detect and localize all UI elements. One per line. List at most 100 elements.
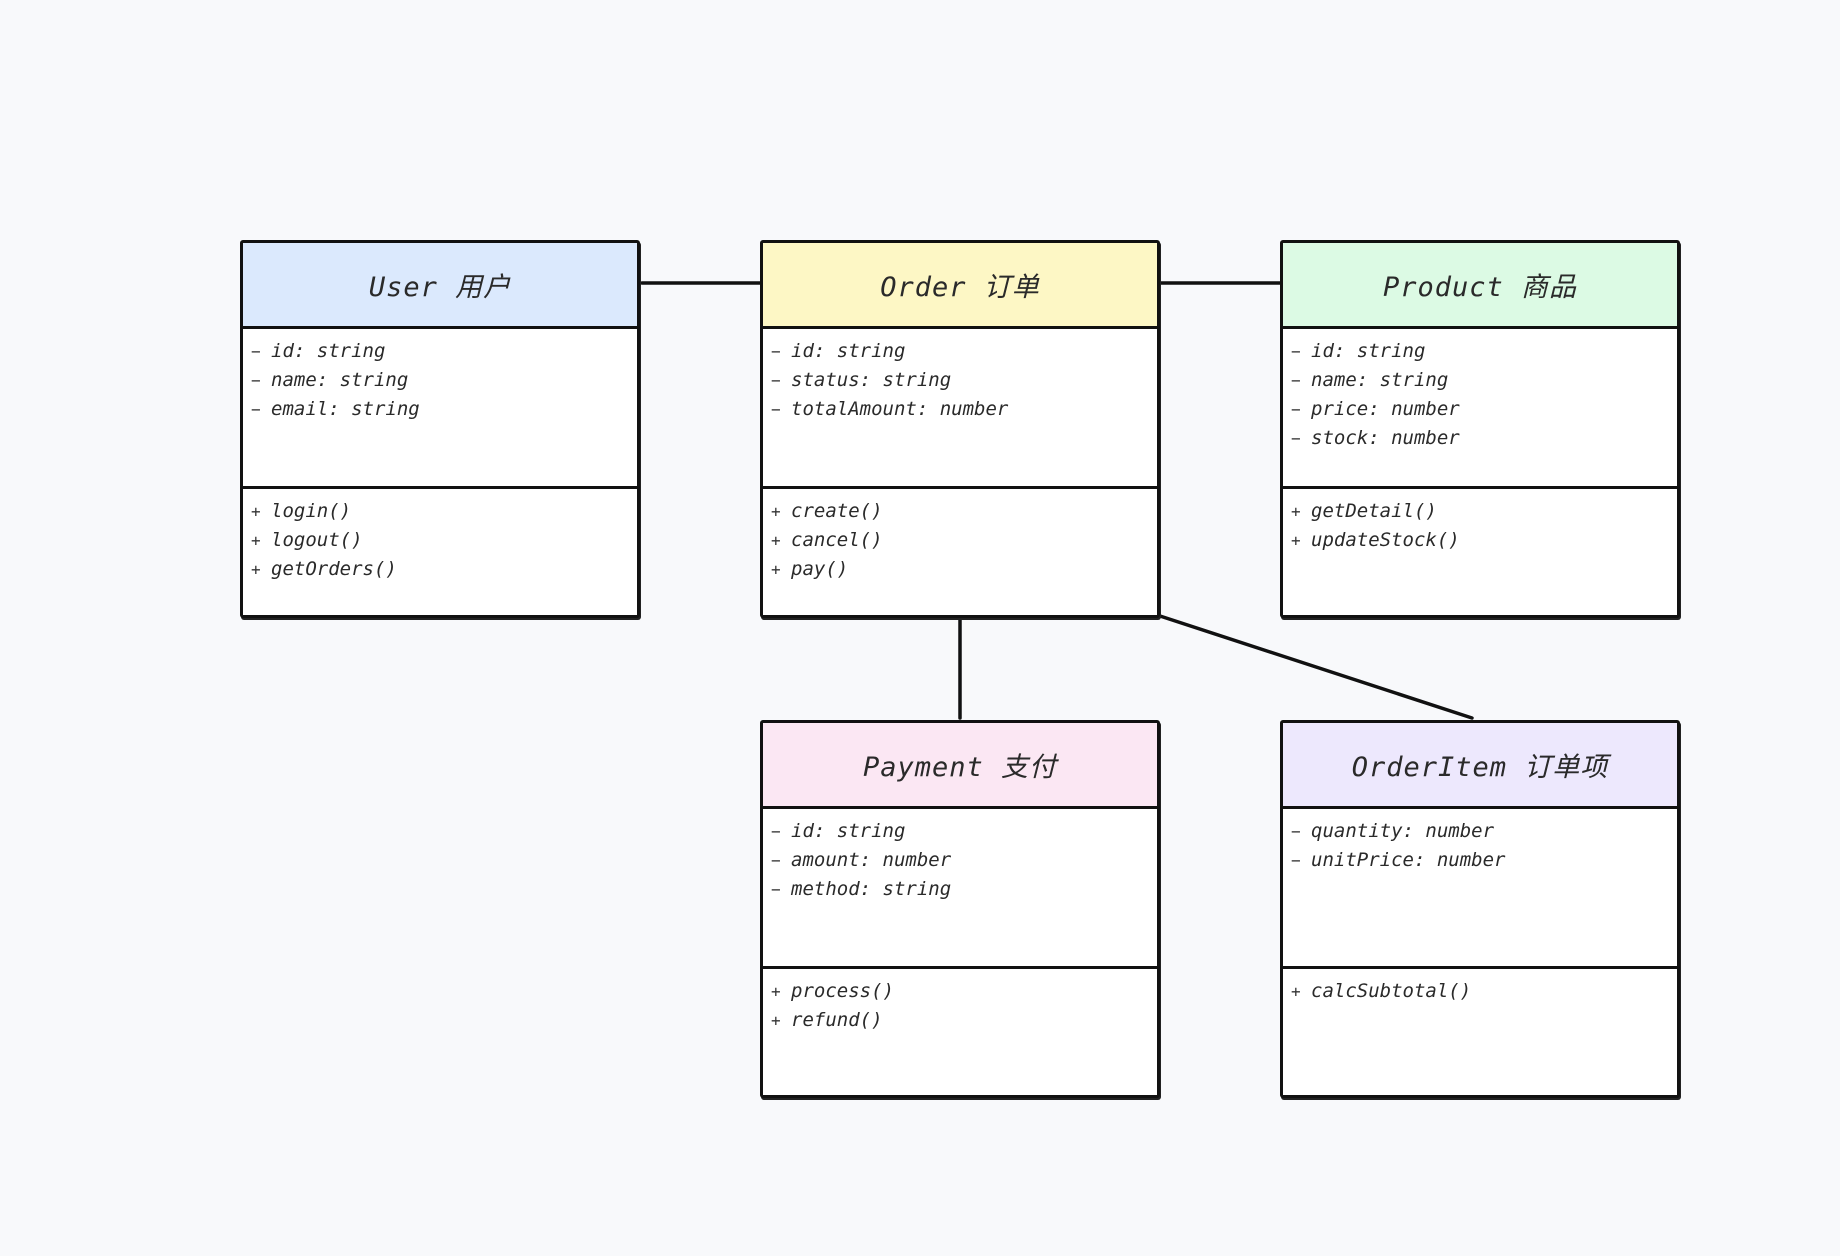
method: + getDetail() [1291, 497, 1677, 526]
attribute: −name: string [251, 366, 637, 395]
method: + getOrders() [251, 555, 637, 584]
method-text: calcSubtotal() [1311, 980, 1472, 1002]
class-order-title: Order 订单 [880, 272, 1040, 303]
class-user-attributes: −id: string −name: string −email: string [243, 329, 637, 489]
attribute-text: price: number [1311, 398, 1460, 420]
attribute: −quantity: number [1291, 817, 1677, 846]
attribute: −id: string [251, 337, 637, 366]
attribute: −stock: number [1291, 424, 1677, 453]
class-order-methods: + create() + cancel() + pay() [763, 489, 1157, 584]
class-product-header: Product 商品 [1283, 243, 1677, 329]
visibility-public: + [251, 502, 261, 521]
attribute-text: totalAmount: number [791, 398, 1009, 420]
method: + create() [771, 497, 1157, 526]
class-orderitem[interactable]: OrderItem 订单项 −quantity: number −unitPri… [1280, 720, 1680, 1098]
method: + refund() [771, 1006, 1157, 1035]
attribute: −email: string [251, 395, 637, 424]
attribute: −id: string [771, 817, 1157, 846]
attribute-text: amount: number [791, 849, 952, 871]
attribute: −status: string [771, 366, 1157, 395]
class-user-header: User 用户 [243, 243, 637, 329]
attribute-text: name: string [271, 369, 409, 391]
attribute: −price: number [1291, 395, 1677, 424]
method-text: login() [271, 500, 352, 522]
visibility-private: − [1291, 400, 1301, 419]
visibility-private: − [771, 822, 781, 841]
visibility-private: − [771, 851, 781, 870]
attribute-text: id: string [791, 820, 906, 842]
visibility-private: − [1291, 822, 1301, 841]
method-text: refund() [791, 1009, 883, 1031]
visibility-private: − [771, 400, 781, 419]
relation-order-orderitem [1158, 614, 1474, 720]
class-orderitem-methods: + calcSubtotal() [1283, 969, 1677, 1006]
attribute-text: id: string [791, 340, 906, 362]
visibility-public: + [771, 502, 781, 521]
method: + logout() [251, 526, 637, 555]
visibility-public: + [1291, 502, 1301, 521]
method-text: getOrders() [271, 558, 397, 580]
class-order[interactable]: Order 订单 −id: string −status: string −to… [760, 240, 1160, 618]
method-text: pay() [791, 558, 849, 580]
visibility-private: − [251, 342, 261, 361]
class-user-methods: + login() + logout() + getOrders() [243, 489, 637, 584]
method-text: process() [791, 980, 894, 1002]
method-text: create() [791, 500, 883, 522]
attribute: −method: string [771, 875, 1157, 904]
method: + cancel() [771, 526, 1157, 555]
visibility-private: − [771, 371, 781, 390]
visibility-private: − [251, 371, 261, 390]
class-payment-methods: + process() + refund() [763, 969, 1157, 1035]
class-payment-attributes: −id: string −amount: number −method: str… [763, 809, 1157, 969]
class-user-title: User 用户 [368, 272, 512, 303]
visibility-public: + [1291, 982, 1301, 1001]
method: + login() [251, 497, 637, 526]
attribute: −id: string [771, 337, 1157, 366]
attribute-text: quantity: number [1311, 820, 1495, 842]
class-product[interactable]: Product 商品 −id: string −name: string −pr… [1280, 240, 1680, 618]
method: + updateStock() [1291, 526, 1677, 555]
attribute-text: email: string [271, 398, 420, 420]
attribute-text: method: string [791, 878, 952, 900]
visibility-private: − [771, 342, 781, 361]
visibility-public: + [771, 560, 781, 579]
attribute-text: id: string [1311, 340, 1426, 362]
attribute: −unitPrice: number [1291, 846, 1677, 875]
attribute-text: name: string [1311, 369, 1449, 391]
visibility-private: − [251, 400, 261, 419]
method: + calcSubtotal() [1291, 977, 1677, 1006]
class-order-header: Order 订单 [763, 243, 1157, 329]
attribute: −id: string [1291, 337, 1677, 366]
class-payment[interactable]: Payment 支付 −id: string −amount: number −… [760, 720, 1160, 1098]
attribute: −name: string [1291, 366, 1677, 395]
method-text: logout() [271, 529, 363, 551]
method-text: updateStock() [1311, 529, 1460, 551]
visibility-private: − [1291, 851, 1301, 870]
visibility-public: + [251, 560, 261, 579]
class-orderitem-attributes: −quantity: number −unitPrice: number [1283, 809, 1677, 969]
attribute-text: status: string [791, 369, 952, 391]
attribute-text: stock: number [1311, 427, 1460, 449]
class-orderitem-header: OrderItem 订单项 [1283, 723, 1677, 809]
attribute: −amount: number [771, 846, 1157, 875]
method: + pay() [771, 555, 1157, 584]
visibility-public: + [771, 531, 781, 550]
class-product-attributes: −id: string −name: string −price: number… [1283, 329, 1677, 489]
visibility-public: + [251, 531, 261, 550]
class-product-methods: + getDetail() + updateStock() [1283, 489, 1677, 555]
visibility-public: + [1291, 531, 1301, 550]
class-order-attributes: −id: string −status: string −totalAmount… [763, 329, 1157, 489]
visibility-public: + [771, 1011, 781, 1030]
attribute-text: id: string [271, 340, 386, 362]
class-user[interactable]: User 用户 −id: string −name: string −email… [240, 240, 640, 618]
class-payment-header: Payment 支付 [763, 723, 1157, 809]
method-text: getDetail() [1311, 500, 1437, 522]
attribute: −totalAmount: number [771, 395, 1157, 424]
method-text: cancel() [791, 529, 883, 551]
class-product-title: Product 商品 [1382, 272, 1578, 303]
visibility-private: − [1291, 371, 1301, 390]
method: + process() [771, 977, 1157, 1006]
visibility-public: + [771, 982, 781, 1001]
attribute-text: unitPrice: number [1311, 849, 1506, 871]
